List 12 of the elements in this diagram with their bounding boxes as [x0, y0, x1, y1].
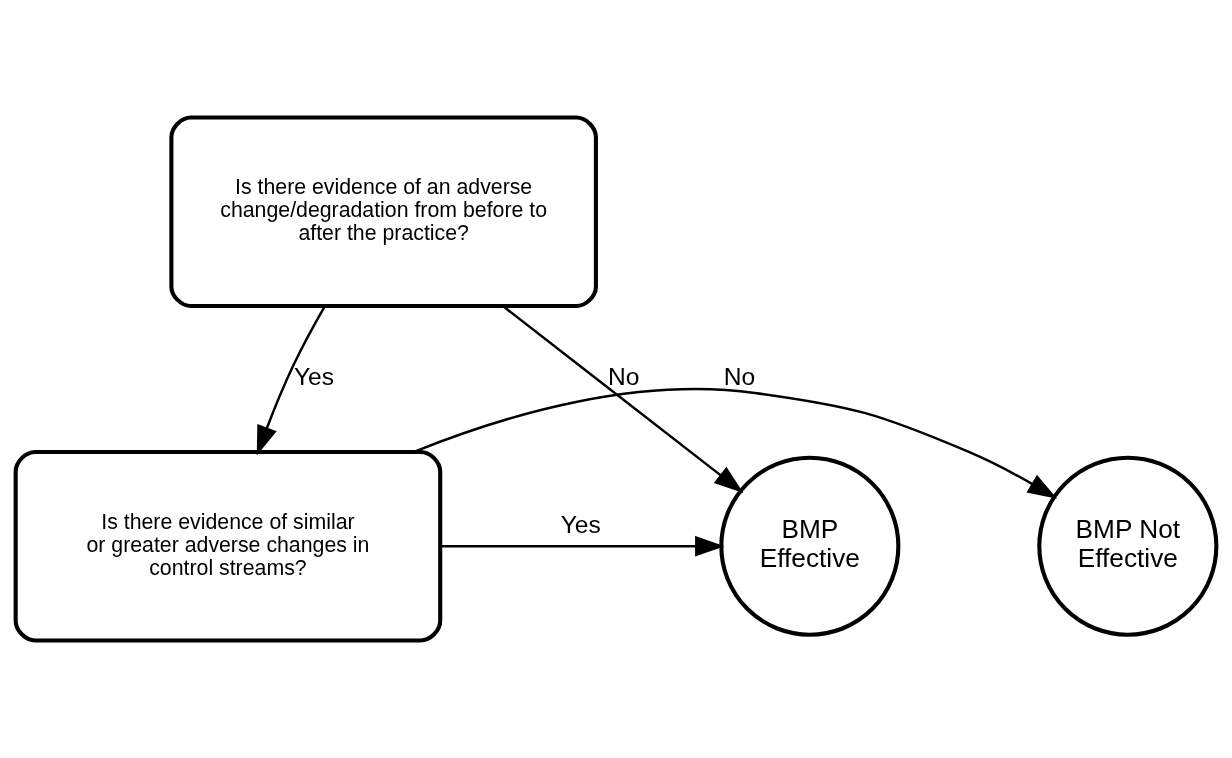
node-box: Is there evidence of similar or greater adverse changes in control streams?	[13, 449, 443, 643]
arrow	[413, 387, 1058, 499]
node-box: Is there evidence of an adverse change/degradation from before to after the practice?	[169, 115, 598, 309]
arrow	[502, 305, 744, 493]
edge-label: Yes	[293, 362, 335, 390]
edge-label: Yes	[560, 511, 601, 539]
arrow	[440, 535, 725, 557]
edge-label: No	[723, 362, 756, 390]
arrow	[256, 305, 326, 456]
edge-label: No	[608, 362, 640, 390]
node-circle: BMP Not Effective	[1037, 455, 1219, 637]
node-circle: BMP Effective	[719, 455, 901, 637]
